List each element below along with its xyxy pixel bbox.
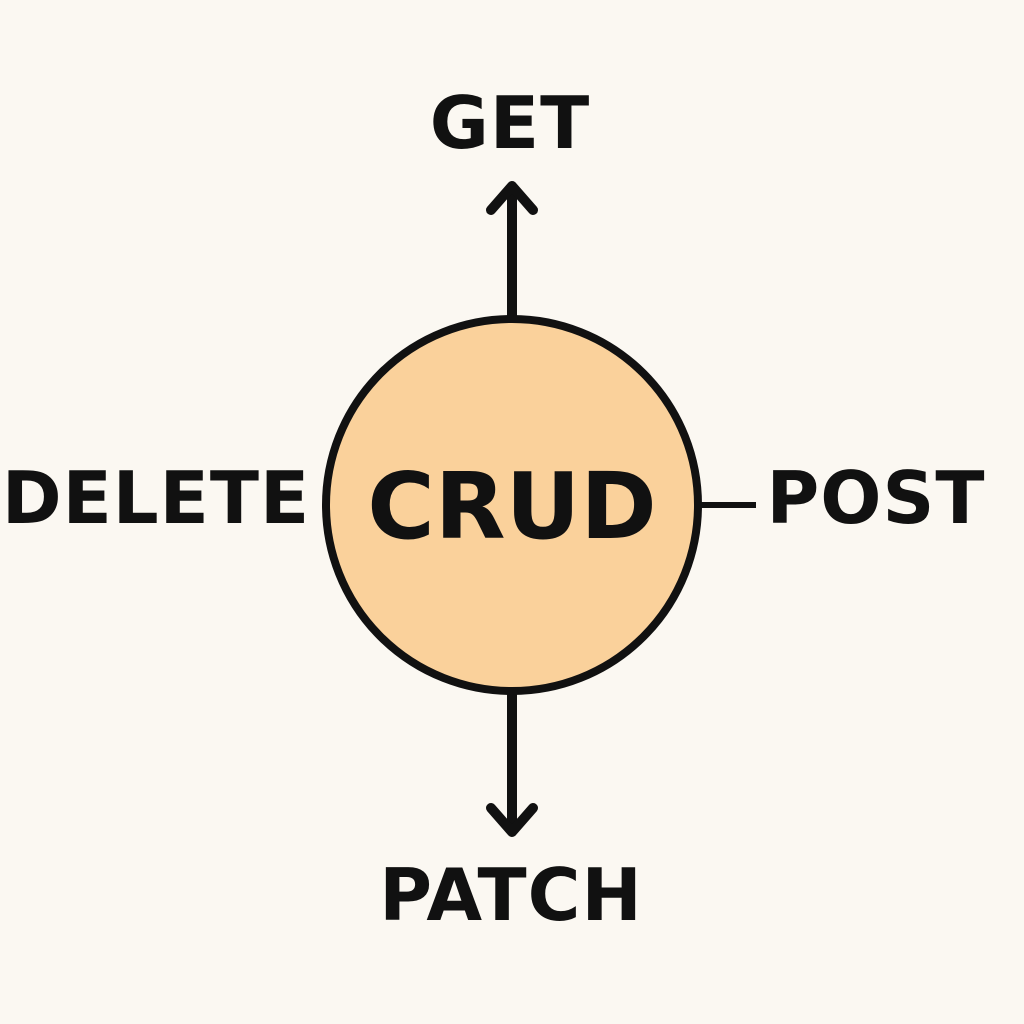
method-label-delete: DELETE [2,456,310,540]
method-label-post: POST [767,456,986,540]
center-circle [322,315,702,695]
arrow-down-head [486,803,538,837]
arrow-down-to-patch [486,690,538,837]
arrow-up-to-get [486,181,538,322]
center-label: CRUD [367,453,656,560]
arrow-up-head [486,181,538,215]
method-label-patch: PATCH [379,853,643,937]
method-label-get: GET [430,81,590,165]
